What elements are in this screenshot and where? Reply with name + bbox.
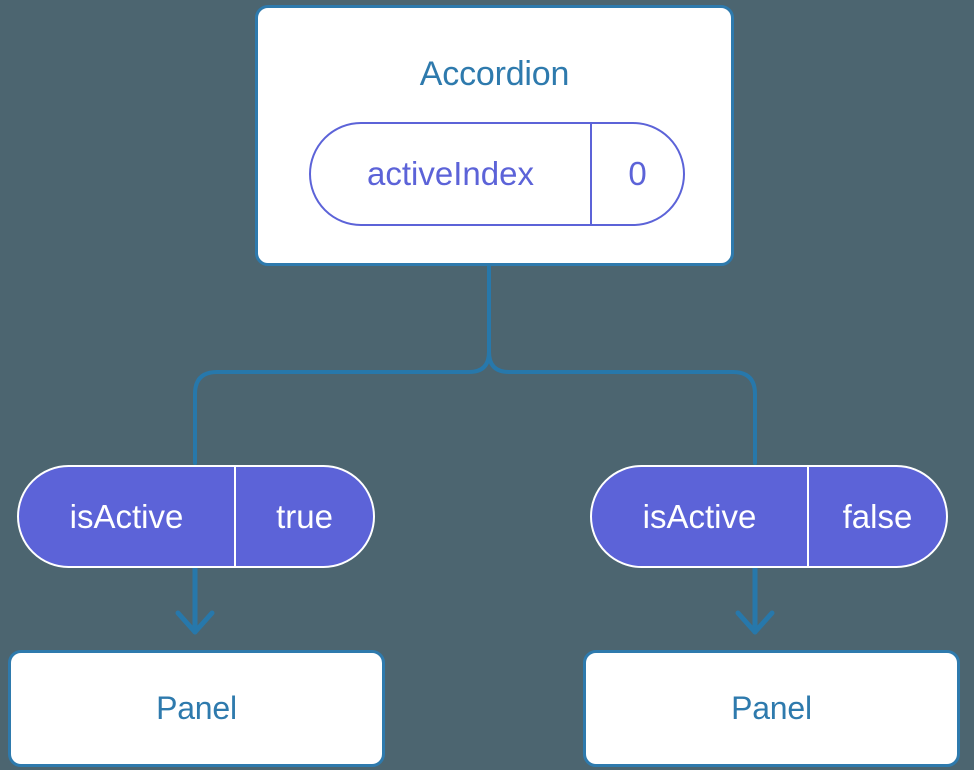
prop-pill-is-active-true[interactable]: isActive true (17, 465, 375, 568)
prop-pill-key: isActive (19, 467, 236, 566)
panel-card-right[interactable]: Panel (583, 650, 960, 767)
prop-pill-key: isActive (592, 467, 809, 566)
panel-title: Panel (731, 690, 812, 726)
state-pill-value: 0 (628, 155, 647, 192)
prop-pill-is-active-false[interactable]: isActive false (590, 465, 948, 568)
state-pill-active-index[interactable]: activeIndex 0 (309, 122, 685, 226)
state-pill-key: activeIndex (311, 124, 592, 224)
prop-pill-value: false (842, 497, 913, 535)
panel-card-left[interactable]: Panel (8, 650, 385, 767)
panel-title: Panel (156, 690, 237, 726)
accordion-title: Accordion (419, 55, 570, 93)
accordion-component-card[interactable]: Accordion activeIndex 0 (255, 5, 734, 266)
prop-pill-value: true (276, 497, 333, 535)
